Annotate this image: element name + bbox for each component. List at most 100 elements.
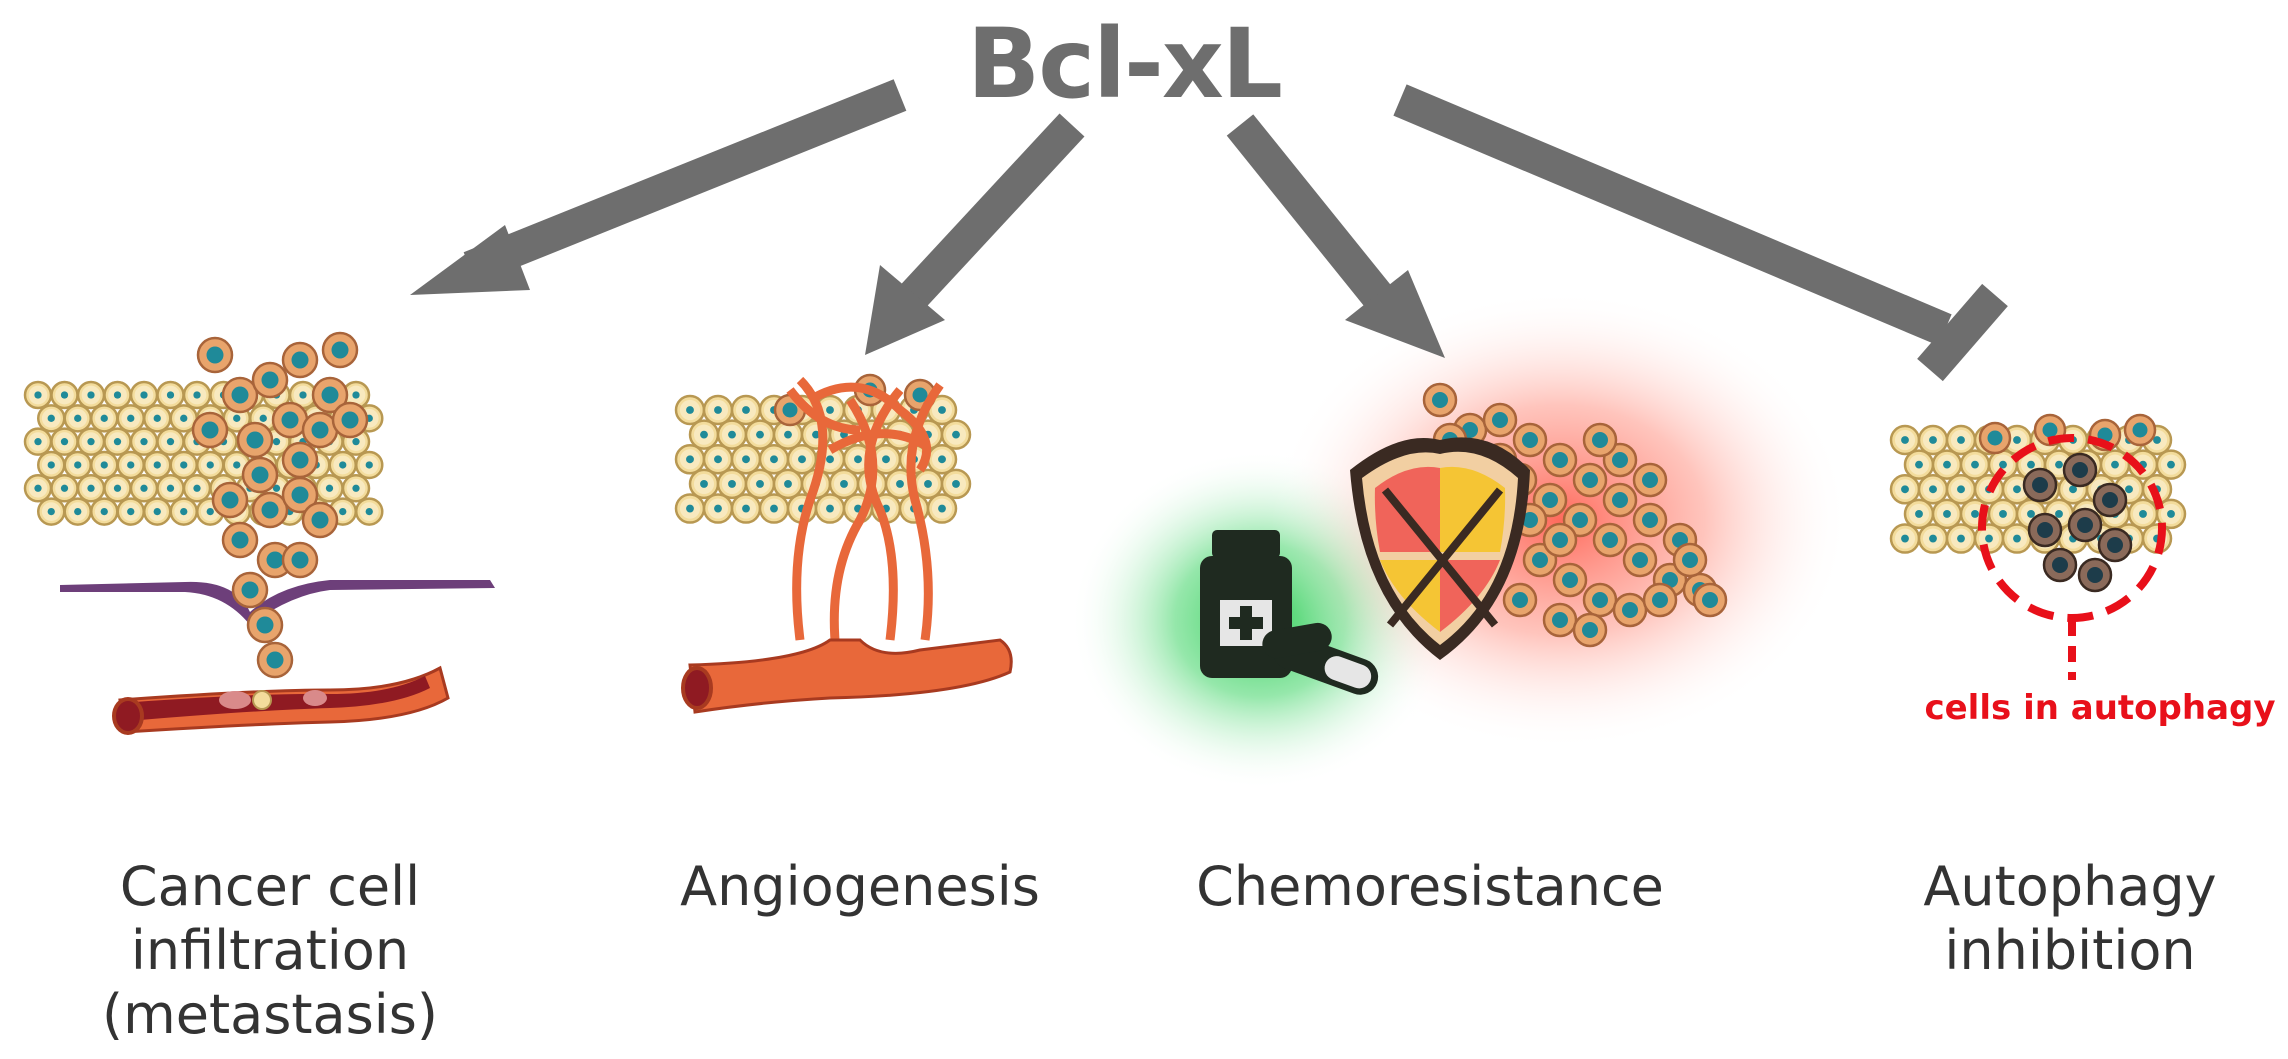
normal-cell [730,394,762,426]
caption-autophagy: Autophagy inhibition [1880,855,2260,983]
cancer-cell [2123,413,2157,447]
normal-cell [37,404,66,433]
normal-cell [103,474,132,503]
normal-cell [103,427,132,456]
sprouting-vessels [786,376,944,641]
diagram-title: Bcl-xL [967,8,1283,120]
normal-cell [37,450,66,480]
cancer-cell [281,441,319,479]
normal-cell [143,497,172,526]
cancer-cell [1978,421,2012,455]
cancer-cell [311,376,349,414]
blood-vessel [112,665,450,735]
inhibition-bar-to-autophagy [1393,84,2008,382]
cancer-cell [321,331,359,369]
normal-cell [786,444,818,475]
autophagic-cell [2022,467,2058,503]
normal-cell [674,394,706,426]
cancer-cell [1642,582,1678,618]
normal-cell [63,450,92,480]
normal-cell [758,493,790,524]
normal-cell [926,493,958,524]
angiogenesis-illustration [674,373,1013,714]
caption-line: Cancer cell [119,855,421,918]
normal-cell [169,497,198,526]
autophagic-cell [2097,527,2133,563]
pill-capsule-icon [1262,622,1379,695]
normal-cell [688,419,720,450]
normal-cell [2127,498,2159,530]
normal-cell [940,468,972,500]
cancer-cell [1612,592,1648,628]
normal-cell [90,497,119,526]
cancer-cell [1572,612,1608,648]
cancer-cell [1572,462,1608,498]
normal-cell [182,380,212,410]
normal-cell [730,493,762,524]
normal-cell [129,427,159,456]
cancer-cell [301,501,339,539]
normal-cell [143,404,172,433]
normal-cell [63,404,92,433]
normal-cell [1889,474,1921,505]
cancer-cell [1602,482,1638,518]
normal-cell [90,450,119,480]
normal-cell [182,474,212,503]
cancer-cell [251,491,289,529]
normal-cell [1931,449,1963,480]
normal-cell [702,444,734,475]
normal-cell [50,380,79,410]
normal-cell [1889,523,1921,554]
cancer-cell [1422,382,1458,418]
normal-cell [143,450,172,480]
cancer-cell [1552,562,1588,598]
cancer-cell [1672,542,1708,578]
normal-cell [744,419,776,450]
chemoresistance-illustration [1200,382,1728,695]
normal-cell [341,380,371,410]
normal-cell [2155,449,2187,480]
normal-cell [1903,498,1935,530]
cancer-cell [246,606,284,644]
cancer-cell [1692,582,1728,618]
normal-cell [90,404,119,433]
normal-cell [76,380,106,410]
normal-cell [1945,474,1977,505]
normal-cell [940,419,972,450]
normal-cell [50,427,79,456]
normal-cell [1889,424,1921,456]
cancer-cell [1502,582,1538,618]
cancer-cell [231,571,269,609]
normal-cell [37,497,66,526]
autophagic-cell [2062,452,2098,488]
metastasis-illustration [23,331,495,735]
normal-cell [169,404,198,433]
arrow-to-chemoresistance [1226,114,1445,358]
normal-cell [1945,523,1977,554]
autophagy-ring [1978,434,2166,622]
cancer-cell [256,641,294,679]
normal-cell [730,444,762,475]
normal-cell [129,474,159,503]
autophagic-cell [2077,557,2113,593]
normal-cell [50,474,79,503]
caption-chemoresistance: Chemoresistance [1170,855,1690,919]
normal-cell [315,474,344,503]
caption-line: inhibition [1944,919,2196,982]
cancer-cell [281,541,319,579]
cancer-cell [241,456,279,494]
normal-cell [103,380,132,410]
cancer-cell [191,411,229,449]
cancer-cell [1542,442,1578,478]
cancer-cell [1542,522,1578,558]
normal-cell [23,474,53,503]
autophagic-cell [2027,512,2063,548]
normal-cell [912,468,944,500]
normal-cell [23,427,53,456]
normal-cell [1931,498,1963,530]
cancer-cell [251,361,289,399]
cancer-cell [281,341,319,379]
normal-cell [702,394,734,426]
normal-cell [702,493,734,524]
